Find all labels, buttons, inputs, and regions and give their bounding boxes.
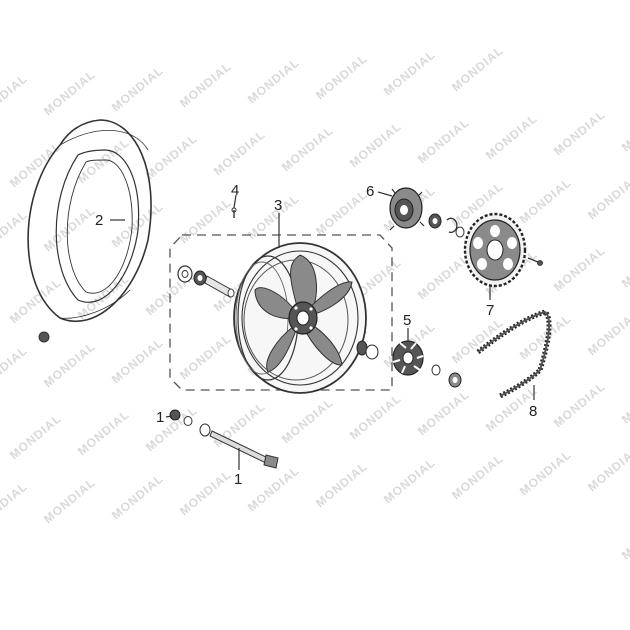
wheel-bearing-right (356, 340, 379, 360)
watermark-text: MONDIAL (449, 315, 506, 366)
watermark-text: MONDIAL (415, 115, 472, 166)
cotter-pin (231, 207, 237, 218)
watermark-text: MONDIAL (347, 119, 404, 170)
watermark-text: MONDIAL (381, 455, 438, 506)
watermark-text: MONDIAL (0, 343, 30, 394)
watermark-text: MONDIAL (517, 175, 574, 226)
sprocket-flange (389, 187, 425, 231)
watermark-text: MONDIAL (211, 127, 268, 178)
watermark-text: MONDIAL (551, 243, 608, 294)
watermark-text: MONDIAL (313, 187, 370, 238)
watermark-text: MONDIAL (109, 471, 166, 522)
watermark-text: MONDIAL (585, 171, 630, 222)
callout-8: 8 (529, 403, 537, 420)
cush-drive-damper (392, 340, 424, 376)
watermark-text: MONDIAL (415, 251, 472, 302)
watermark-text: MONDIAL (0, 71, 30, 122)
callout-1: 1 (234, 471, 242, 488)
wheel-assembly-boundary (169, 234, 393, 391)
callout-labels: 2 3 4 6 5 7 8 1 1 (95, 182, 537, 488)
rear-axle (169, 409, 279, 469)
watermark-text: MONDIAL (279, 395, 336, 446)
flange-circlip (446, 217, 458, 233)
watermark-text: MONDIAL (41, 475, 98, 526)
rear-tire (27, 119, 152, 323)
watermark-text: MONDIAL (0, 207, 30, 258)
watermark-text: MONDIAL (551, 379, 608, 430)
watermark-text: MONDIAL (585, 443, 630, 494)
watermark-text: MONDIAL (619, 511, 630, 562)
watermark-text: MONDIAL (415, 387, 472, 438)
watermark-text: MONDIAL (41, 67, 98, 118)
watermark-text: MONDIAL (7, 139, 64, 190)
watermark-text: MONDIAL (177, 467, 234, 518)
watermark-text: MONDIAL (75, 271, 132, 322)
watermark-text: MONDIAL (143, 131, 200, 182)
callout-1-nut: 1 (156, 409, 164, 426)
callout-3: 3 (274, 197, 282, 214)
watermark-text: MONDIAL (75, 407, 132, 458)
watermark-text: MONDIAL (245, 463, 302, 514)
wheel-bearing-left (177, 265, 207, 286)
watermark-text: MONDIAL (381, 47, 438, 98)
callout-2: 2 (95, 212, 103, 229)
watermark-text: MONDIAL (41, 339, 98, 390)
watermark-text: MONDIAL (619, 239, 630, 290)
drive-chain (476, 309, 552, 399)
watermark-text: MONDIAL (619, 375, 630, 426)
watermark-text: MONDIAL (313, 51, 370, 102)
rear-sprocket (463, 212, 527, 288)
watermark-text: MONDIAL (211, 399, 268, 450)
watermark-text: MONDIAL (177, 59, 234, 110)
rear-wheel-rim (233, 242, 367, 394)
watermark-text: MONDIAL (449, 43, 506, 94)
callout-leaders (110, 191, 535, 470)
wheel-spacer-sleeve (204, 275, 235, 298)
callout-5: 5 (403, 312, 411, 329)
tire-valve-cap (38, 331, 50, 343)
watermark-text: MONDIAL (449, 451, 506, 502)
watermark-text: MONDIAL (517, 447, 574, 498)
sprocket-bolt (527, 257, 543, 266)
watermark-text: MONDIAL (0, 479, 30, 530)
watermark-text: MONDIAL (619, 103, 630, 154)
watermark-text: MONDIAL (245, 55, 302, 106)
watermark-text: MONDIAL (109, 63, 166, 114)
watermark-text: MONDIAL (7, 411, 64, 462)
callout-4: 4 (231, 182, 239, 199)
watermark-text: MONDIAL (551, 107, 608, 158)
callout-6: 6 (366, 183, 374, 200)
watermark-text: MONDIAL (313, 459, 370, 510)
watermark-text: MONDIAL (585, 307, 630, 358)
watermark-text: MONDIAL (279, 123, 336, 174)
watermark-text: MONDIAL (41, 203, 98, 254)
callout-7: 7 (486, 302, 494, 319)
watermark-text: MONDIAL (177, 195, 234, 246)
watermark-text: MONDIAL (109, 199, 166, 250)
watermark-text: MONDIAL (177, 331, 234, 382)
watermark-text: MONDIAL (109, 335, 166, 386)
damper-spacer (431, 364, 441, 376)
watermark-text: MONDIAL (483, 111, 540, 162)
watermark-text: MONDIAL (347, 391, 404, 442)
damper-nut (448, 372, 462, 388)
flange-washer (455, 226, 465, 238)
flange-bearing (428, 213, 442, 229)
